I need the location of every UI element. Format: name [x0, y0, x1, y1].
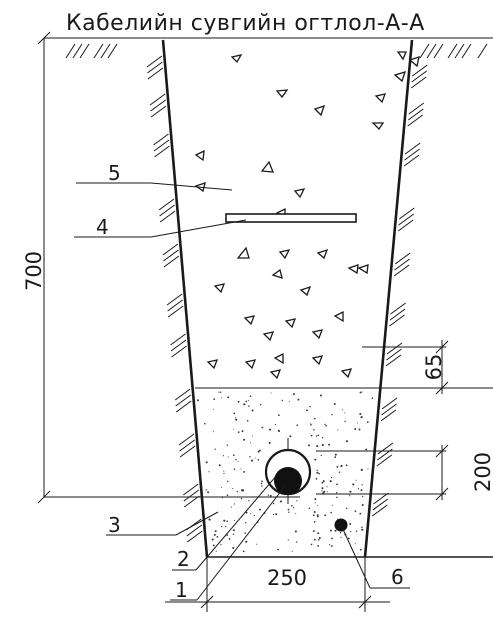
dimension-depth-label: 700 [22, 251, 46, 291]
trench-left-wall [161, 39, 209, 558]
backfill-stones [194, 51, 420, 380]
callout-6-label: 6 [391, 565, 404, 589]
sand-bedding-speckle [197, 391, 374, 553]
warning-tape [225, 213, 357, 223]
callout-leaders [74, 182, 410, 601]
dimension-top-layer-label: 65 [422, 354, 446, 381]
callout-1-label: 1 [175, 578, 188, 602]
wall-soil-hatch [146, 55, 428, 543]
dimension-depth [37, 31, 300, 504]
dimension-bottom-width-label: 250 [267, 566, 307, 590]
dimension-sand-zone [316, 444, 449, 501]
ground-surface-hatch [65, 43, 488, 59]
dimension-sand-zone-label: 200 [471, 452, 493, 492]
power-cable [274, 467, 302, 495]
dimension-top-layer [362, 340, 449, 395]
trench-walls [161, 39, 493, 558]
cable-assembly [264, 438, 312, 504]
dimension-bottom-width [165, 557, 390, 612]
trench-right-wall [363, 39, 414, 558]
callout-3-label: 3 [108, 513, 121, 537]
drawing-title: Кабелийн сувгийн огтлол-А-А [66, 11, 425, 36]
callout-5-label: 5 [108, 161, 121, 185]
callout-2-label: 2 [177, 547, 190, 571]
callout-4-label: 4 [96, 215, 109, 239]
